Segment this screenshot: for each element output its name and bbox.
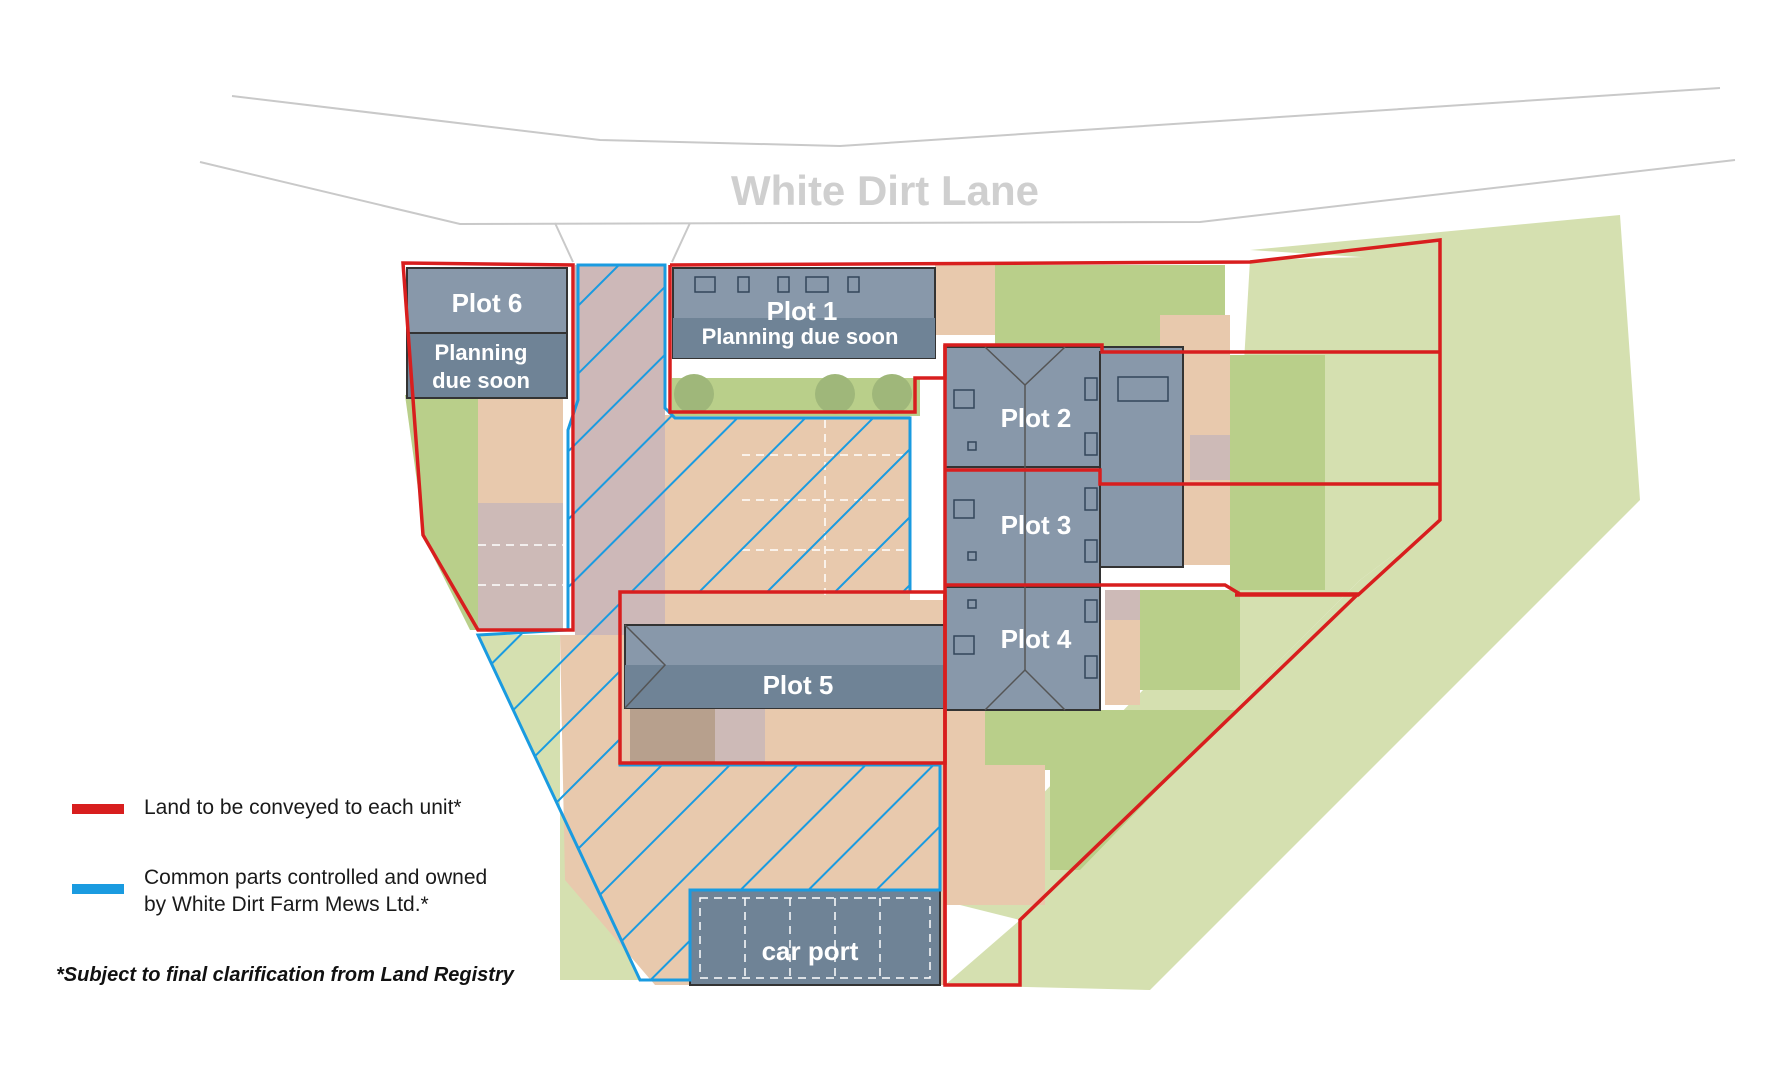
plot-1-label: Plot 1: [767, 296, 838, 326]
paving-south: [945, 765, 1045, 905]
building-plot6: Plot 6 Planning due soon: [406, 267, 568, 399]
gravel-plot2: [1190, 435, 1230, 480]
gravel-patch: [715, 708, 765, 765]
plot-2-label: Plot 2: [1001, 403, 1072, 433]
plot-4-label: Plot 4: [1001, 624, 1072, 654]
legend-item-common-parts: Common parts controlled and owned by Whi…: [70, 864, 690, 924]
conveyed-land-boundaries: [401, 238, 1442, 987]
plot-1-sublabel: Planning due soon: [702, 324, 899, 349]
paving-north: [935, 265, 995, 335]
building-plots-2-3-4: Plot 2 Plot 3 Plot 4: [944, 346, 1184, 711]
plot-6-label: Plot 6: [452, 288, 523, 318]
plot-6-sublabel-2: due soon: [432, 368, 530, 393]
grass-west: [405, 395, 478, 630]
blue-swatch: [72, 884, 124, 894]
building-plot5: Plot 5: [624, 624, 946, 709]
legend-conveyed-land-text: Land to be conveyed to each unit*: [144, 796, 462, 819]
road-name-label: White Dirt Lane: [731, 167, 1039, 214]
trees: [672, 374, 920, 416]
plot-6-sublabel-1: Planning: [435, 340, 528, 365]
brown-patch: [630, 708, 715, 765]
paving-plot6: [478, 395, 563, 503]
building-car-port: car port: [689, 889, 941, 986]
paving-south-strip: [945, 710, 985, 765]
legend: Land to be conveyed to each unit* Common…: [70, 786, 690, 942]
east-field: [945, 215, 1640, 990]
car-port-label: car port: [762, 936, 859, 966]
grass-plot4-garden: [1140, 590, 1240, 690]
plot-5-label: Plot 5: [763, 670, 834, 700]
gravel-plot4: [1105, 590, 1140, 620]
footnote: *Subject to final clarification from Lan…: [56, 964, 514, 986]
legend-item-conveyed-land: Land to be conveyed to each unit*: [70, 786, 690, 846]
red-swatch: [72, 804, 124, 814]
legend-common-parts-text: Common parts controlled and owned by Whi…: [144, 866, 488, 916]
grass-plot2-garden: [1230, 355, 1325, 590]
plot-3-label: Plot 3: [1001, 510, 1072, 540]
road: White Dirt Lane: [199, 87, 1736, 263]
grass-southeast: [985, 710, 1235, 870]
gravel-plot6: [478, 503, 563, 630]
building-plot1: Plot 1 Planning due soon: [672, 267, 936, 359]
